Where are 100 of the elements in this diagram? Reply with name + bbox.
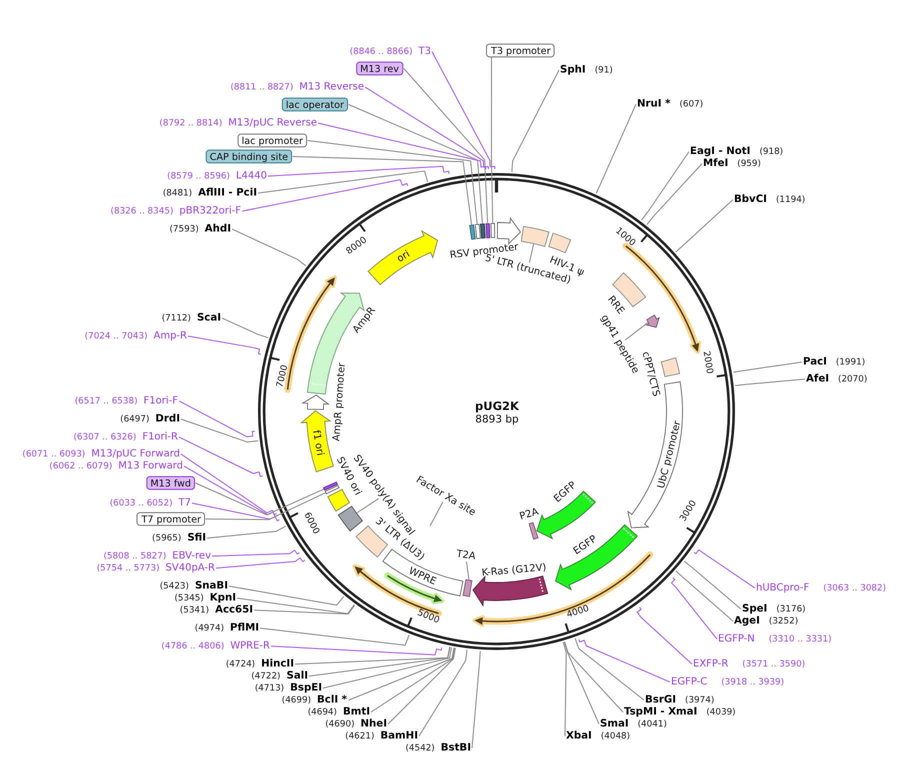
leader-line xyxy=(564,641,600,725)
feature-mark xyxy=(490,223,496,238)
feature-tag: T7 promoter xyxy=(136,512,206,526)
primer-label: (4786 .. 4806) WPRE-R xyxy=(161,640,270,652)
leader-line xyxy=(732,362,802,373)
leader-line xyxy=(578,639,670,683)
feature-label: UbC promoter xyxy=(655,420,683,490)
leader-line xyxy=(242,179,408,212)
primer-label: EGFP-N (3310 .. 3331) xyxy=(718,634,832,645)
leader-line xyxy=(228,586,344,606)
primer-label: (8326 .. 8345) pBR322ori-F xyxy=(110,206,241,217)
feature-box xyxy=(338,506,363,532)
enzyme-site-label: (4699) BclI * xyxy=(282,694,347,706)
leader-line xyxy=(472,650,481,749)
feature-segment xyxy=(646,314,660,328)
enzyme-site-label: PacI (1991) xyxy=(803,356,866,368)
leader-line xyxy=(195,482,324,516)
primer-label: (5754 .. 5773) SV40pA-R xyxy=(96,562,215,574)
feature-tag: M13 rev xyxy=(356,62,404,76)
leader-line xyxy=(268,166,450,177)
leader-line xyxy=(184,466,278,517)
enzyme-site-label: (7112) ScaI xyxy=(162,312,221,324)
leader-line xyxy=(206,526,286,539)
feature-mark xyxy=(474,224,481,240)
primer-label: (8846 .. 8866) T3 xyxy=(350,46,431,58)
leader-line xyxy=(624,322,648,341)
feature-label: K-Ras (G12V) xyxy=(481,562,547,578)
feature-tag: lac operator xyxy=(282,98,348,112)
primer-label: (6071 .. 6093) M13/pUC Forward xyxy=(22,448,180,460)
enzyme-site-label: EagI - NotI (918) xyxy=(690,146,784,158)
enzyme-site-label: BbvCI (1194) xyxy=(734,194,806,206)
primer-label: (6307 .. 6326) F1ori-R xyxy=(73,432,178,443)
leader-line xyxy=(212,550,300,557)
leader-line xyxy=(292,156,472,226)
enzyme-site-label: NruI * (607) xyxy=(637,98,704,110)
feature-label: AmpR promoter xyxy=(330,362,348,442)
leader-line xyxy=(205,492,326,520)
leader-line xyxy=(348,647,454,701)
leader-line xyxy=(640,151,690,221)
enzyme-site-label: AfeI (2070) xyxy=(806,374,868,385)
leader-line xyxy=(308,646,451,677)
feature-label: ori xyxy=(394,248,412,264)
leader-line xyxy=(370,647,456,713)
leader-line xyxy=(511,70,560,172)
scale-label: 7000 xyxy=(275,364,290,389)
leader-line xyxy=(356,498,380,514)
leader-line xyxy=(180,418,259,443)
leader-line xyxy=(348,104,483,224)
enzyme-site-label: SphI (91) xyxy=(560,64,613,76)
enzyme-site-label: (7593) AhdI xyxy=(170,224,231,235)
scale-label: 5000 xyxy=(416,608,441,626)
primer-label: (6033 .. 6052) T7 xyxy=(110,498,191,509)
leader-line xyxy=(734,378,806,386)
feature-tag: T3 promoter xyxy=(486,44,555,58)
leader-line xyxy=(403,68,488,224)
leader-line xyxy=(270,646,442,656)
leader-line xyxy=(388,647,456,725)
leader-line xyxy=(432,51,496,170)
feature-mark xyxy=(480,223,486,239)
primer-label: (8579 .. 8596) L4440 xyxy=(167,170,267,182)
enzyme-site-label: (8481) AflIII - PciI xyxy=(162,188,257,199)
enzyme-site-label: SmaI (4041) xyxy=(600,718,667,730)
feature-mark xyxy=(486,223,490,238)
enzyme-site-label: (4974) PflMI xyxy=(194,622,259,634)
primer-label: (5808 .. 5827) EBV-rev xyxy=(103,550,211,562)
leader-line xyxy=(216,557,306,569)
primer-label: hUBCpro-F (3063 .. 3082) xyxy=(756,582,886,594)
leader-line xyxy=(418,649,468,737)
feature-label: T2A xyxy=(456,548,476,562)
leader-line xyxy=(178,436,264,478)
scale-label: 6000 xyxy=(302,511,321,536)
enzyme-site-label: TspMI - XmaI (4039) xyxy=(624,706,736,718)
leader-line xyxy=(430,501,444,526)
enzyme-site-label: (4694) BmtI xyxy=(308,706,370,718)
leader-line xyxy=(188,336,262,355)
leader-line xyxy=(490,56,494,224)
leader-line xyxy=(236,598,355,614)
feature-box xyxy=(462,579,472,597)
primer-label: (8811 .. 8827) M13 Reverse xyxy=(230,82,364,93)
leader-line xyxy=(466,561,470,580)
enzyme-site-label: MfeI (959) xyxy=(703,158,761,170)
leader-line xyxy=(180,454,278,516)
leader-line xyxy=(364,86,489,170)
feature-mark xyxy=(469,224,476,240)
enzyme-site-label: (4690) NheI xyxy=(325,718,387,730)
primer-label: (7024 .. 7043) Amp-R xyxy=(84,330,187,342)
feature-label: P2A xyxy=(518,506,540,522)
leader-line xyxy=(528,244,534,264)
leader-line xyxy=(574,638,644,701)
enzyme-site-label: (5345) KpnI xyxy=(174,592,236,604)
leader-line xyxy=(294,646,450,665)
leader-line xyxy=(254,604,356,615)
leader-line xyxy=(693,549,756,589)
enzyme-site-label: (4724) HincII xyxy=(226,658,294,670)
enzyme-site-label: (4621) BamHI xyxy=(345,730,418,742)
enzyme-site-label: (4713) BspEI xyxy=(254,682,322,694)
feature-tag: lac promoter xyxy=(238,134,308,148)
enzyme-site-label: (5341) Acc65I xyxy=(180,604,253,616)
leader-line xyxy=(322,646,452,689)
enzyme-site-label: SpeI (3176) xyxy=(742,604,806,615)
